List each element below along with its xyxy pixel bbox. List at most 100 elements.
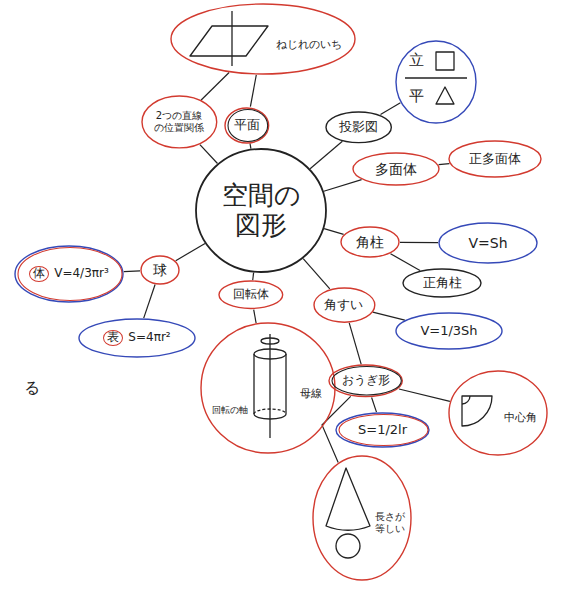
node-text: ねじれのいち bbox=[276, 39, 342, 52]
node-content: 球 bbox=[140, 255, 180, 285]
node-text: 回転体 bbox=[233, 288, 269, 302]
node-text: 立 bbox=[409, 52, 424, 69]
projection-divider bbox=[405, 77, 467, 78]
node-text: 投影図 bbox=[339, 120, 378, 135]
mindmap-node: S=1/2lr bbox=[335, 412, 430, 448]
connector-line bbox=[381, 103, 401, 115]
connector-line bbox=[399, 389, 450, 401]
connector-line bbox=[201, 73, 229, 101]
text-holder: 長さが等しい bbox=[374, 511, 406, 536]
connector-line bbox=[176, 244, 205, 261]
cone-net-sector bbox=[326, 468, 370, 530]
mindmap-node: 回転の軸母線 bbox=[200, 322, 336, 454]
ellipse-outline bbox=[219, 281, 283, 308]
text-holder: 中心角 bbox=[504, 406, 537, 425]
ellipse-outline bbox=[332, 367, 401, 395]
node-content: V=1/3Sh bbox=[395, 312, 503, 350]
text-holder: 母線 bbox=[300, 382, 322, 401]
connector-line bbox=[249, 143, 251, 148]
node-content: 投影図 bbox=[325, 111, 392, 144]
text-holder: 平 bbox=[409, 86, 424, 105]
node-text: 表 bbox=[103, 330, 123, 346]
cylinder-side bbox=[253, 354, 254, 414]
ellipse-outline bbox=[449, 141, 541, 177]
connector-line bbox=[252, 273, 254, 281]
node-content: 正角柱 bbox=[402, 268, 482, 298]
ellipse-outline bbox=[141, 256, 179, 284]
connector-line bbox=[324, 229, 344, 235]
mindmap-node: 立平 bbox=[395, 40, 477, 124]
ellipse-outline bbox=[329, 365, 402, 396]
node-text: S=4πr² bbox=[128, 331, 170, 345]
node-text: V=4/3πr³ bbox=[54, 267, 109, 281]
mindmap-node: 角柱 bbox=[340, 226, 400, 258]
skew-line bbox=[231, 11, 232, 66]
cylinder-side bbox=[285, 354, 286, 414]
node-content: 表 S=4πr² bbox=[78, 318, 196, 358]
cone-net-base bbox=[336, 534, 360, 558]
ellipse-outline bbox=[396, 313, 502, 349]
connector-line bbox=[349, 323, 361, 365]
node-text: 平 bbox=[409, 88, 424, 105]
ellipse-outline bbox=[396, 41, 476, 123]
connector-line bbox=[303, 259, 330, 289]
connector-line bbox=[254, 310, 256, 323]
connector-line bbox=[250, 75, 256, 107]
node-text: 角すい bbox=[324, 298, 363, 313]
sector-figure bbox=[462, 396, 492, 426]
mindmap-node: V=1/3Sh bbox=[395, 312, 503, 350]
node-content: 2つの直線の位置関係 bbox=[141, 95, 218, 149]
ellipse-outline bbox=[403, 269, 481, 297]
mindmap-node: 表 S=4πr² bbox=[78, 318, 196, 358]
mindmap-node: V=Sh bbox=[438, 222, 538, 264]
mindmap-node: 正角柱 bbox=[402, 268, 482, 298]
node-content: 多面体 bbox=[352, 152, 440, 186]
mindmap-node: 多面体 bbox=[352, 152, 440, 186]
stray-label: る bbox=[24, 379, 40, 397]
ellipse-outline bbox=[314, 288, 375, 322]
node-text: 球 bbox=[153, 262, 167, 278]
node-text: S=1/2lr bbox=[358, 423, 407, 438]
node-text: おうぎ形 bbox=[342, 374, 390, 388]
mindmap-node: 中心角 bbox=[448, 370, 548, 456]
ellipse-outline bbox=[15, 246, 123, 302]
node-text: 長さが等しい bbox=[374, 511, 406, 534]
node-text: 角柱 bbox=[356, 234, 384, 250]
ellipse-outline bbox=[313, 456, 411, 580]
mindmap-node: おうぎ形 bbox=[328, 364, 403, 397]
ellipse-outline bbox=[79, 319, 195, 357]
square-symbol bbox=[436, 52, 454, 70]
connector-line bbox=[124, 270, 140, 272]
node-outline bbox=[395, 40, 477, 124]
ellipse-outline bbox=[228, 109, 268, 141]
node-content: 角柱 bbox=[340, 226, 400, 258]
connector-line bbox=[310, 141, 342, 169]
ellipse-outline bbox=[225, 108, 269, 143]
node-content: 空間の図形 bbox=[195, 148, 327, 273]
triangle-symbol bbox=[436, 87, 454, 104]
rotation-axis bbox=[269, 334, 270, 438]
ellipse-outline bbox=[353, 153, 439, 185]
connector-line bbox=[200, 145, 218, 164]
node-content: S=1/2lr bbox=[335, 412, 430, 448]
connector-line bbox=[391, 254, 421, 271]
mindmap-node: 正多面体 bbox=[448, 140, 542, 178]
mindmap-node: 平面 bbox=[224, 107, 270, 144]
mindmap-node: ねじれのいち bbox=[170, 3, 356, 75]
connector-line bbox=[373, 312, 405, 320]
connector-line bbox=[439, 164, 450, 165]
mindmap-node: 長さが等しい bbox=[312, 455, 412, 581]
node-text: 正角柱 bbox=[423, 276, 462, 291]
mindmap-node: 2つの直線の位置関係 bbox=[141, 95, 218, 149]
node-text: 多面体 bbox=[375, 161, 417, 177]
mindmap-node: 体V=4/3πr³ bbox=[14, 245, 124, 303]
mindmap-node: 投影図 bbox=[325, 111, 392, 144]
node-text: 平面 bbox=[234, 118, 260, 133]
text-holder: ねじれのいち bbox=[276, 33, 342, 52]
mindmap-node: 角すい bbox=[313, 287, 376, 323]
ellipse-outline bbox=[439, 223, 537, 263]
node-text: 母線 bbox=[300, 388, 322, 401]
node-content: 角すい bbox=[313, 287, 376, 323]
